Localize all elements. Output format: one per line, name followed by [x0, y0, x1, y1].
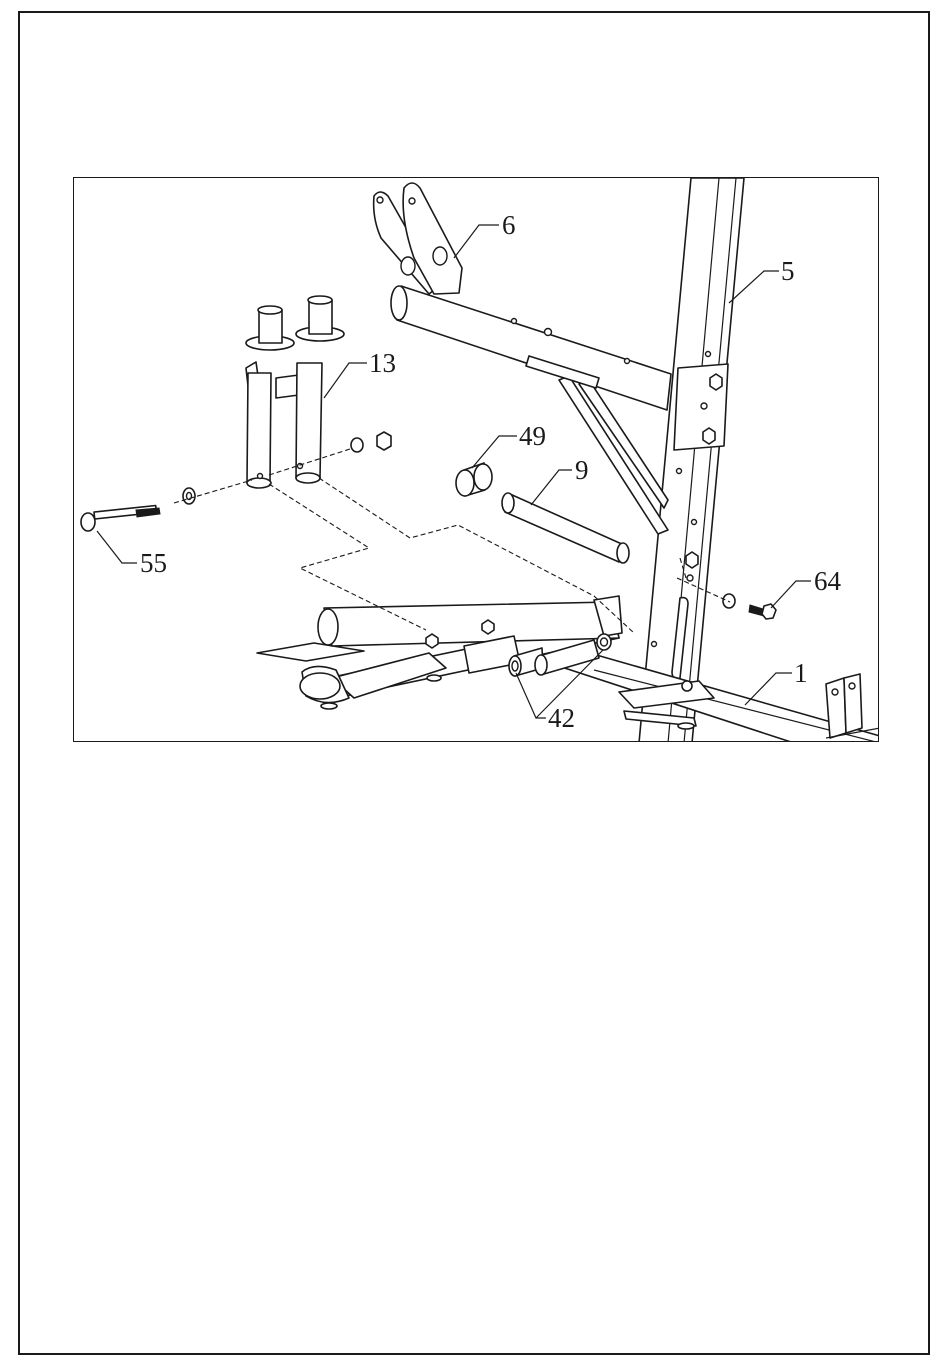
tube-part-9 — [502, 493, 629, 563]
assembly-diagram-frame: 6 5 13 49 9 55 64 1 42 — [73, 177, 879, 742]
top-crossbar-part-6 — [374, 183, 671, 534]
callout-1: 1 — [794, 658, 808, 688]
callout-64: 64 — [814, 566, 842, 596]
bolt-part-55 — [81, 432, 391, 531]
callout-55: 55 — [140, 548, 167, 578]
upright-post-part-5 — [639, 178, 744, 742]
callout-49: 49 — [519, 421, 546, 451]
callout-6: 6 — [502, 210, 516, 240]
weight-pegs-part-13 — [246, 296, 344, 488]
bolt-part-64 — [723, 594, 776, 619]
callout-5: 5 — [781, 256, 795, 286]
callout-9: 9 — [575, 455, 589, 485]
sleeve-part-49 — [456, 463, 492, 496]
assembly-diagram: 6 5 13 49 9 55 64 1 42 — [74, 178, 879, 742]
callout-13: 13 — [369, 348, 396, 378]
callout-42: 42 — [548, 703, 575, 733]
